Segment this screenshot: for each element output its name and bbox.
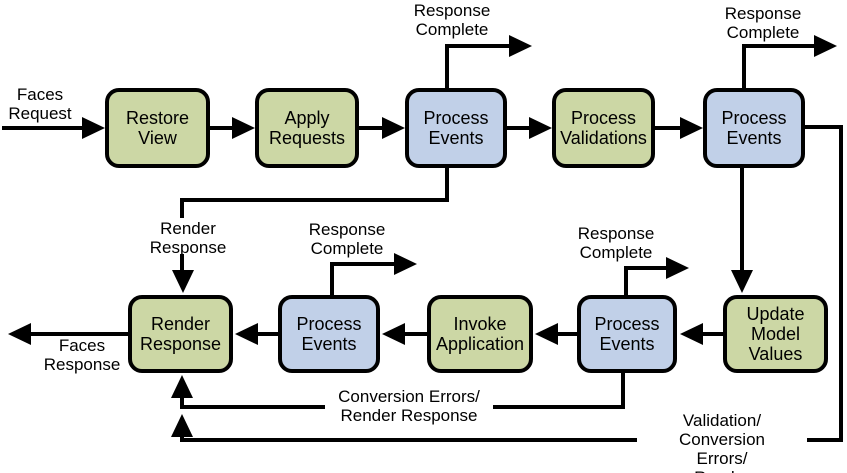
node-render-response-label: Render Response <box>139 313 222 354</box>
arrowhead-conversion-feedback-icon <box>171 375 193 398</box>
arrowhead-validation-feedback-icon <box>171 414 193 437</box>
edge-events1-to-validations-line <box>507 126 530 130</box>
edge-conversion-feedback-vline <box>621 373 625 409</box>
edge-response-complete-1-hline <box>445 44 511 48</box>
edge-validation-feedback-left-hline <box>182 438 637 442</box>
edge-response-complete-2-hline <box>742 44 814 48</box>
node-process-events-1-label: Process Events <box>423 107 489 148</box>
edge-events3-to-render-line <box>258 332 278 336</box>
edge-render-response-drop-line <box>445 168 449 202</box>
label-faces-request: Faces Request <box>8 85 72 124</box>
node-process-events-3: Process Events <box>278 295 380 373</box>
edge-render-response-arrow-line <box>180 254 184 272</box>
arrowhead-update-to-events4-icon <box>680 323 703 345</box>
node-process-events-4: Process Events <box>577 295 677 373</box>
edge-faces-response-line <box>30 332 128 336</box>
arrowhead-events2-to-update-icon <box>731 270 753 293</box>
arrowhead-restore-to-apply-icon <box>232 117 255 139</box>
node-restore-view-label: Restore View <box>125 107 190 148</box>
node-process-events-4-label: Process Events <box>594 313 660 354</box>
label-response-complete-2: Response Complete <box>724 4 802 43</box>
node-update-model-values: Update Model Values <box>723 295 828 373</box>
edge-response-complete-2-vline <box>742 44 746 88</box>
edge-response-complete-1-vline <box>445 44 449 88</box>
edge-invoke-to-events3-line <box>405 332 427 336</box>
label-render-response: Render Response <box>149 219 227 258</box>
node-apply-requests: Apply Requests <box>255 88 359 168</box>
edge-render-response-stub-line <box>180 198 184 218</box>
label-conversion-errors: Conversion Errors/ Render Response <box>338 387 480 426</box>
arrowhead-response-complete-2-icon <box>814 35 837 57</box>
edge-conversion-feedback-right-hline <box>493 405 623 409</box>
edge-validation-feedback-top-hline <box>803 125 843 129</box>
arrowhead-validations-to-events2-icon <box>680 117 703 139</box>
node-invoke-application: Invoke Application <box>427 295 533 373</box>
node-process-events-2-label: Process Events <box>721 107 787 148</box>
node-process-validations: Process Validations <box>552 88 655 168</box>
node-restore-view: Restore View <box>105 88 210 168</box>
node-process-events-1: Process Events <box>405 88 507 168</box>
arrowhead-response-complete-1-icon <box>509 35 532 57</box>
edge-restore-to-apply-line <box>210 126 235 130</box>
edge-response-complete-4-hline <box>624 266 667 270</box>
arrowhead-faces-response-icon <box>8 323 31 345</box>
arrowhead-events3-to-render-icon <box>235 323 258 345</box>
edge-response-complete-4-vline <box>624 266 628 295</box>
arrowhead-apply-to-events1-icon <box>382 117 405 139</box>
edge-validation-feedback-arrow-line <box>180 432 184 442</box>
label-validation-conversion-errors: Validation/ Conversion Errors/ Render Re… <box>679 411 765 473</box>
edge-validations-to-events2-line <box>655 126 681 130</box>
edge-update-to-events4-line <box>703 332 723 336</box>
arrowhead-response-complete-3-icon <box>394 253 417 275</box>
label-faces-response: Faces Response <box>43 336 121 375</box>
edge-faces-request-line <box>2 126 84 130</box>
arrowhead-events1-to-validations-icon <box>529 117 552 139</box>
arrowhead-response-complete-4-icon <box>666 257 689 279</box>
arrowhead-render-response-icon <box>172 270 194 293</box>
node-process-events-2: Process Events <box>703 88 805 168</box>
edge-apply-to-events1-line <box>358 126 383 130</box>
node-process-validations-label: Process Validations <box>560 107 647 148</box>
node-process-events-3-label: Process Events <box>296 313 362 354</box>
label-response-complete-1: Response Complete <box>413 1 491 40</box>
edge-response-complete-3-hline <box>330 262 395 266</box>
edge-validation-feedback-vline <box>839 125 843 442</box>
edge-response-complete-3-vline <box>330 262 334 295</box>
node-render-response: Render Response <box>128 295 233 373</box>
edge-events2-to-update-line <box>740 168 744 271</box>
edge-events4-to-invoke-line <box>558 332 577 336</box>
edge-conversion-feedback-arrow-line <box>180 394 184 409</box>
edge-conversion-feedback-left-hline <box>182 405 325 409</box>
label-response-complete-4: Response Complete <box>577 224 655 263</box>
arrowhead-events4-to-invoke-icon <box>535 323 558 345</box>
node-apply-requests-label: Apply Requests <box>268 107 346 148</box>
node-update-model-values-label: Update Model Values <box>746 303 805 365</box>
arrowhead-invoke-to-events3-icon <box>382 323 405 345</box>
arrowhead-faces-request-icon <box>82 117 105 139</box>
label-response-complete-3: Response Complete <box>308 220 386 259</box>
node-invoke-application-label: Invoke Application <box>435 313 525 354</box>
edge-validation-feedback-right-hline <box>807 438 843 442</box>
edge-render-response-hline <box>180 198 449 202</box>
